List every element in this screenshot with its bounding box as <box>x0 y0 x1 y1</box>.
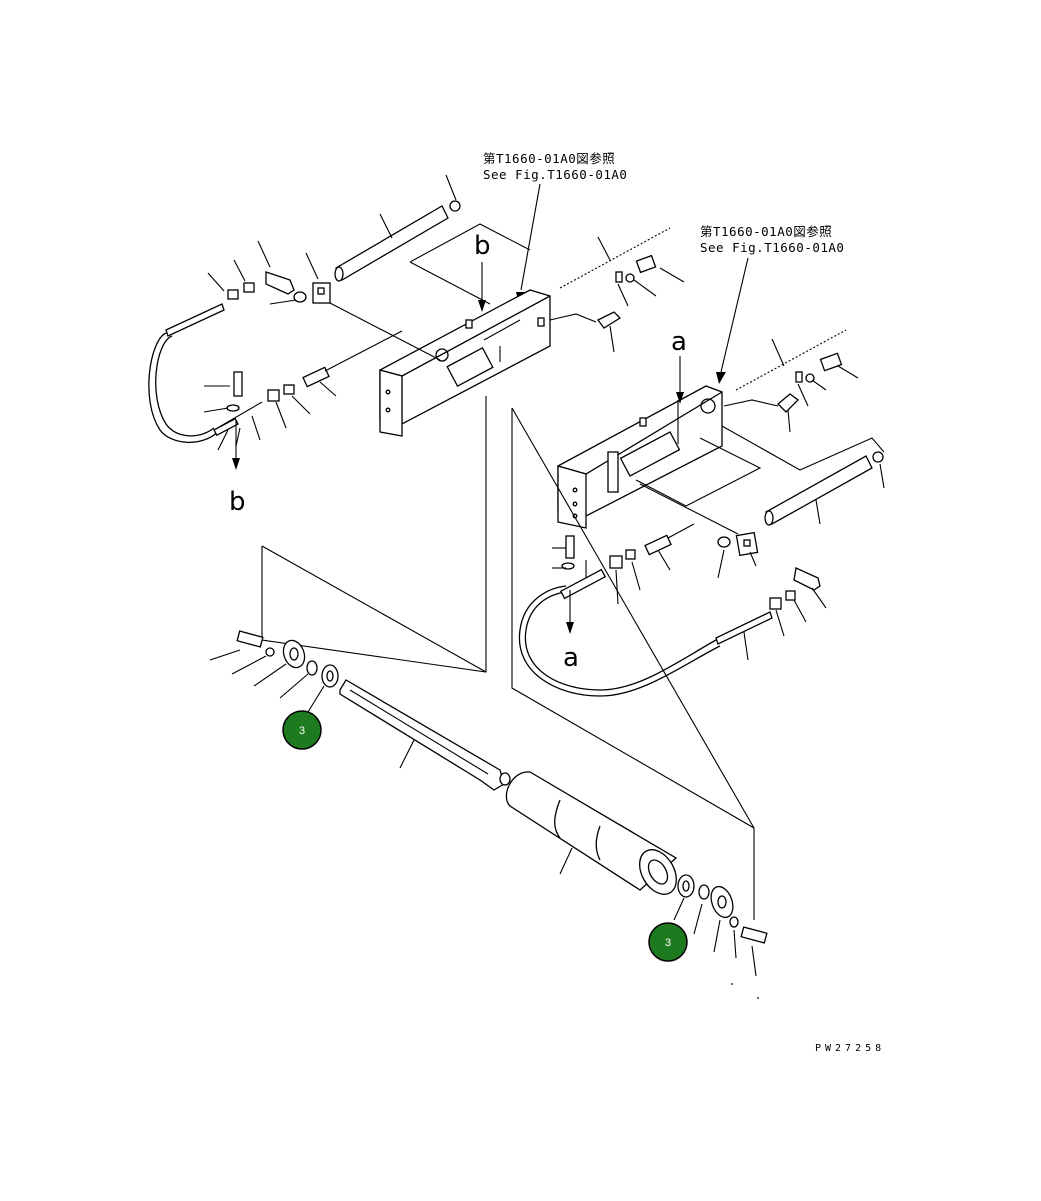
end-parts-left <box>209 630 339 713</box>
drawing-code: PW27258 <box>815 1043 885 1054</box>
guide-line <box>635 437 762 507</box>
connector-b-top: b <box>474 231 491 261</box>
end-parts-right <box>673 874 768 999</box>
reference-en-2: See Fig.T1660-01A0 <box>700 240 844 255</box>
reference-jp-1: 第T1660-01A0図参照 <box>483 151 615 166</box>
bracket-outline-left <box>261 396 487 673</box>
roller-drum <box>505 771 678 895</box>
guide-line <box>409 223 531 263</box>
connector-a-top: a <box>671 327 687 357</box>
connector-a-bottom-arrowhead <box>566 622 574 634</box>
frame-right <box>557 385 723 529</box>
reference-arrowhead-2 <box>716 372 726 384</box>
guide-line <box>409 261 491 305</box>
reference-arrow-1 <box>520 183 541 291</box>
part-badge-3-left[interactable]: 3 <box>282 710 322 750</box>
badge-label: 3 <box>299 725 305 737</box>
connector-a-arrowhead <box>676 392 684 404</box>
bracket-outline-left-diag <box>261 545 487 673</box>
connector-b-bottom: b <box>229 487 246 517</box>
hose-line-left <box>148 303 263 444</box>
connector-b-arrowhead <box>478 300 486 312</box>
roller-shaft <box>339 679 511 791</box>
fittings-left <box>226 271 441 412</box>
part-badge-3-right[interactable]: 3 <box>648 922 688 962</box>
hose-tube-right <box>721 425 885 526</box>
badge-label: 3 <box>665 937 671 949</box>
bracket-outline-right <box>511 408 755 920</box>
frame-left <box>379 289 551 437</box>
threaded-rod-right <box>723 329 847 413</box>
threaded-rod-left <box>549 227 671 329</box>
reference-arrow-2 <box>720 257 749 373</box>
bracket-outline-right-diag <box>511 407 755 829</box>
leader-lines-left <box>203 236 685 451</box>
connector-b-bottom-arrowhead <box>232 458 240 470</box>
reference-en-1: See Fig.T1660-01A0 <box>483 167 627 182</box>
fittings-right <box>561 483 821 610</box>
connector-a-bottom: a <box>563 643 579 673</box>
hose-tube-upper-left <box>334 174 461 282</box>
reference-jp-2: 第T1660-01A0図参照 <box>700 224 832 239</box>
hose-line-right <box>518 568 773 697</box>
leader-lines-right <box>552 338 885 661</box>
